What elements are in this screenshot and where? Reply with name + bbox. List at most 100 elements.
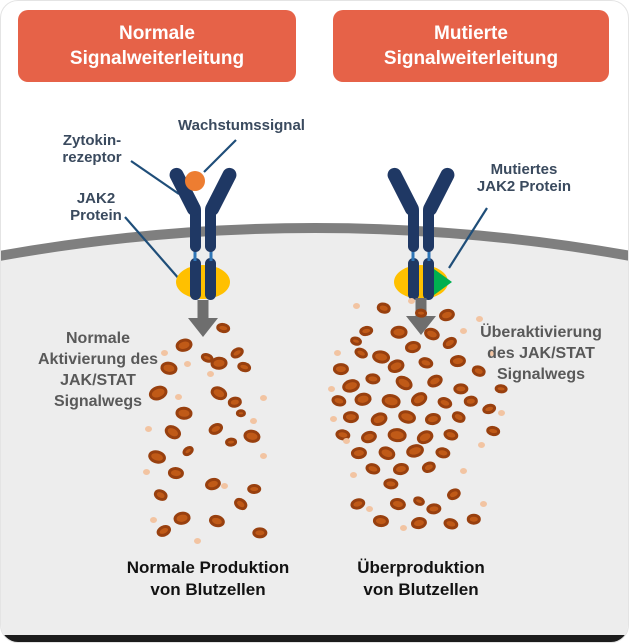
platelet-dot	[353, 303, 360, 309]
blood-cell	[387, 427, 407, 443]
cytokine-receptor-label: Zytokin- rezeptor	[62, 132, 122, 166]
blood-cell	[224, 437, 238, 447]
blood-cell	[437, 307, 457, 323]
receptor-arm-right	[205, 167, 237, 216]
growth-signal-icon	[185, 171, 205, 191]
blood-cell	[420, 459, 438, 475]
receptor-stem-lower	[205, 258, 216, 300]
receptor-linker	[209, 250, 213, 261]
blood-cell	[359, 429, 379, 445]
platelet-dot	[250, 418, 257, 424]
blood-cell	[463, 395, 479, 407]
platelet-dot	[334, 350, 341, 356]
blood-cell	[364, 372, 382, 386]
blood-cell	[382, 477, 400, 491]
header-normal-signaling: Normale Signalweiterleitung	[18, 10, 296, 82]
blood-cell	[392, 372, 416, 394]
blood-cell	[206, 420, 226, 438]
blood-cell	[453, 383, 469, 395]
cytokine-receptor-line	[130, 160, 180, 195]
blood-cell	[417, 355, 435, 371]
blood-cell	[252, 527, 268, 539]
normal-activation-text: Normale Aktivierung des JAK/STAT Signalw…	[37, 330, 159, 410]
normal-receptor	[169, 167, 237, 300]
blood-cell	[485, 424, 501, 438]
platelet-dot	[194, 538, 201, 544]
blood-cell	[390, 325, 408, 339]
jak2-protein-label: JAK2 Protein	[70, 190, 122, 224]
blood-cell	[203, 476, 223, 492]
blood-cell	[172, 510, 192, 526]
leader-lines	[124, 139, 488, 281]
blood-cell	[372, 514, 390, 528]
blood-cell	[396, 408, 418, 426]
blood-cell	[226, 395, 244, 409]
platelet-dot	[498, 410, 505, 416]
platelet-dot	[480, 501, 487, 507]
platelet-dot	[260, 395, 267, 401]
receptor-stem-upper	[423, 205, 434, 252]
receptor-arm-left	[169, 167, 201, 216]
blood-cell	[375, 301, 393, 315]
blood-cell	[481, 402, 497, 416]
receptor-stem-lower	[408, 258, 419, 300]
platelet-dot	[143, 469, 150, 475]
blood-cell	[466, 513, 482, 525]
blood-cell	[364, 461, 382, 477]
platelet-dot	[330, 416, 337, 422]
blood-cell	[368, 410, 390, 428]
blood-cell	[404, 339, 422, 355]
overactivation-text: Überaktivierung des JAK/STAT Signalwegs	[480, 324, 602, 383]
blood-cell	[349, 335, 363, 347]
blood-cell	[342, 411, 360, 423]
blood-cell	[392, 461, 410, 477]
platelet-dot	[343, 438, 350, 444]
blood-cell	[174, 406, 194, 420]
cell-membrane	[1, 223, 628, 642]
platelet-dot	[221, 483, 228, 489]
blood-cell	[442, 516, 460, 532]
platelet-dot	[260, 453, 267, 459]
jak2-line	[124, 216, 181, 281]
blood-cell	[232, 495, 250, 513]
blood-cell	[440, 334, 460, 352]
blood-cell	[414, 308, 428, 318]
receptor-stem-upper	[408, 205, 419, 252]
blood-cell	[376, 444, 398, 462]
blood-cell	[208, 383, 230, 403]
platelet-dot	[488, 350, 495, 356]
blood-cell	[425, 502, 443, 516]
receptor-linker	[411, 250, 415, 261]
blood-cell	[349, 496, 367, 512]
mutated-jak2-line	[448, 207, 488, 269]
platelet-dot	[350, 472, 357, 478]
growth-signal-line	[203, 139, 237, 173]
blood-cell	[494, 383, 508, 395]
platelet-dot	[476, 316, 483, 322]
blood-cell	[154, 522, 174, 540]
overproduction-caption: Überproduktion von Blutzellen	[357, 558, 485, 599]
growth-signal-label: Wachstumssignal	[178, 117, 305, 134]
platelet-dot	[207, 371, 214, 377]
blood-cell	[352, 345, 370, 361]
blood-cell	[424, 411, 442, 427]
platelet-dot	[460, 468, 467, 474]
receptor-stem-lower	[190, 258, 201, 300]
blood-cell	[350, 446, 368, 460]
receptor-stem-lower	[423, 258, 434, 300]
blood-cell	[353, 391, 373, 407]
platelet-dot	[175, 394, 182, 400]
header-mutated-signaling: Mutierte Signalweiterleitung	[333, 10, 609, 82]
blood-cell	[330, 393, 348, 409]
blood-cell	[332, 363, 350, 375]
receptor-arm-left	[387, 167, 419, 216]
platelet-dot	[328, 386, 335, 392]
platelet-dot	[478, 442, 485, 448]
receptor-stem-upper	[205, 205, 216, 252]
blood-cell	[180, 444, 196, 458]
blood-cell	[450, 409, 468, 425]
platelet-dot	[150, 517, 157, 523]
mutation-icon	[434, 269, 452, 295]
